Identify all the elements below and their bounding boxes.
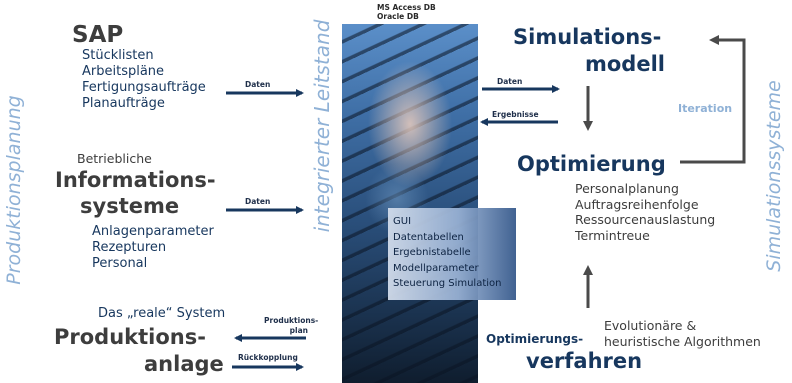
gui-item: Steuerung Simulation: [393, 278, 502, 289]
sim-title: Simulations- modell: [513, 24, 665, 78]
db-label-access: MS Access DB: [377, 3, 436, 12]
gui-item: Modellparameter: [393, 262, 479, 274]
gui-box: GUI Datentabellen Ergebnistabelle Modell…: [388, 208, 516, 300]
sap-item: Stücklisten: [82, 48, 154, 63]
keyboard-photo: [342, 24, 478, 383]
optverf-desc-line: heuristische Algorithmen: [604, 333, 761, 349]
opt-item: Auftragsreihenfolge: [575, 196, 699, 212]
label-daten-sap: Daten: [245, 80, 271, 89]
optverf-desc-line: Evolutionäre &: [604, 318, 697, 333]
info-item: Anlagenparameter: [92, 224, 214, 239]
opt-item: Termintreue: [575, 227, 650, 243]
sim-title-line: Simulations-: [513, 25, 662, 49]
label-produktionsplan: Produktions- plan: [264, 316, 319, 336]
info-list: Anlagenparameter Rezepturen Personal: [92, 224, 214, 272]
anlage-title: Produktions- anlage: [54, 324, 224, 378]
label-produktionsplan-line: Produktions-: [264, 316, 319, 325]
label-produktionsplan-line: plan: [289, 326, 308, 335]
optverf-title1: Optimierungs-: [486, 332, 584, 346]
info-title: Informations- systeme: [55, 167, 216, 219]
anlage-pre: Das „reale“ System: [98, 306, 226, 321]
info-title-line: systeme: [80, 194, 180, 218]
label-daten-sim: Daten: [497, 77, 523, 86]
sap-item: Arbeitspläne: [82, 64, 165, 79]
opt-list: Personalplanung Auftragsreihenfolge Ress…: [575, 181, 715, 243]
label-rueckkopplung: Rückkopplung: [238, 353, 298, 362]
opt-title: Optimierung: [517, 152, 666, 176]
info-item: Personal: [92, 256, 148, 271]
db-label: MS Access DB Oracle DB: [377, 3, 436, 21]
gui-item: GUI: [393, 216, 412, 227]
opt-item: Personalplanung: [575, 181, 679, 196]
label-ergebnisse: Ergebnisse: [492, 110, 539, 119]
sap-item: Planaufträge: [82, 96, 165, 111]
iteration-label: Iteration: [678, 102, 733, 115]
info-title-line: Informations-: [55, 168, 216, 192]
optverf-desc: Evolutionäre & heuristische Algorithmen: [604, 318, 761, 349]
anlage-title-line: Produktions-: [54, 325, 206, 349]
gui-item: Ergebnistabelle: [393, 247, 471, 258]
sap-list: Stücklisten Arbeitspläne Fertigungsauftr…: [82, 48, 206, 112]
anlage-title-line: anlage: [144, 352, 224, 376]
db-label-oracle: Oracle DB: [377, 12, 419, 21]
arrow-iteration: [680, 35, 746, 164]
info-item: Rezepturen: [92, 240, 167, 255]
label-daten-info: Daten: [245, 197, 271, 206]
sap-item: Fertigungsaufträge: [82, 80, 206, 95]
info-pre: Betriebliche: [77, 151, 152, 166]
optverf-title2: verfahren: [526, 349, 643, 373]
opt-item: Ressourcenauslastung: [575, 212, 716, 227]
sap-title: SAP: [72, 22, 124, 48]
sim-title-line: modell: [585, 52, 665, 76]
gui-item: Datentabellen: [393, 231, 464, 243]
